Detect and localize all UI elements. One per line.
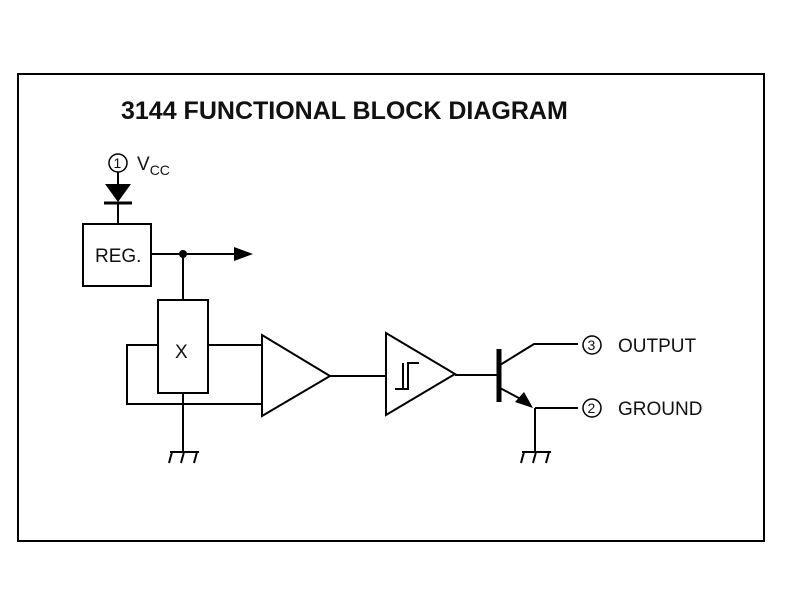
vcc-label-main: V <box>137 154 150 175</box>
vcc-pin: 1 VCC <box>108 153 170 178</box>
pin-1-number: 1 <box>114 155 122 171</box>
pin-3-circle <box>582 335 602 355</box>
amplifier-block <box>261 333 332 418</box>
diode-icon <box>104 184 132 205</box>
schmitt-trigger-block <box>385 331 457 417</box>
vcc-label: VCC <box>137 154 170 178</box>
output-pin: 3 OUTPUT <box>582 335 697 357</box>
vcc-label-sub: CC <box>150 162 170 178</box>
ground-icon <box>168 451 199 464</box>
ground-pin: 2 GROUND <box>582 398 702 420</box>
pin-2-circle <box>582 398 602 418</box>
pin-3-number: 3 <box>588 337 596 353</box>
ground-label: GROUND <box>618 399 702 420</box>
output-label: OUTPUT <box>618 336 697 357</box>
hall-element-label: X <box>175 342 188 363</box>
transistor-icon <box>496 343 578 409</box>
ground-icon <box>520 451 551 464</box>
diagram-title: 3144 FUNCTIONAL BLOCK DIAGRAM <box>121 97 568 125</box>
pin-2-number: 2 <box>588 400 596 416</box>
diagram-frame <box>17 73 765 542</box>
wire-hall-loop <box>126 344 262 405</box>
regulator-label: REG. <box>95 246 141 267</box>
hysteresis-icon <box>395 362 419 390</box>
arrow-right-icon <box>234 247 253 261</box>
